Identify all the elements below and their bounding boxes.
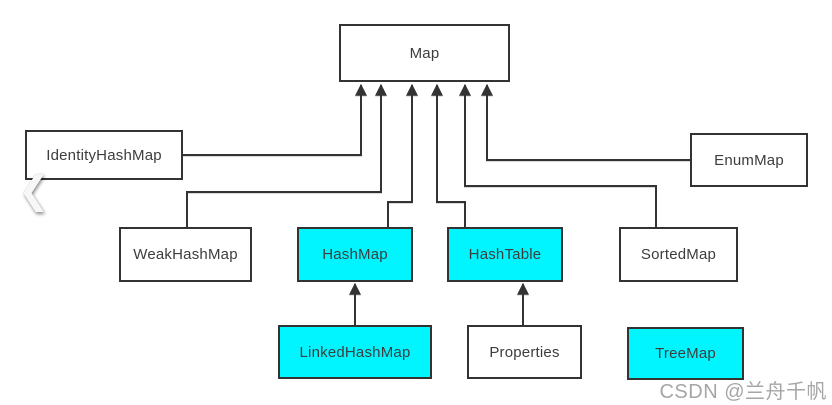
edge-identityhashmap-to-map [183,83,367,156]
edge-sortedmap-to-map [459,83,657,227]
edge-hashtable-to-map [431,83,466,227]
node-hashtable: HashTable [447,227,563,282]
edge-hashmap-to-map [387,83,418,227]
node-map: Map [339,24,510,82]
edge-enummap-to-map [481,83,690,161]
node-linkedhashmap: LinkedHashMap [278,325,432,379]
edge-weakhashmap-to-map [186,83,387,227]
node-weakhashmap: WeakHashMap [119,227,252,282]
node-treemap: TreeMap [627,327,744,380]
node-properties: Properties [467,325,582,379]
node-hashmap: HashMap [297,227,413,282]
node-sortedmap: SortedMap [619,227,738,282]
node-enummap: EnumMap [690,133,808,187]
node-identityhashmap: IdentityHashMap [25,130,183,180]
carousel-prev-icon[interactable]: ❮ [14,168,54,214]
edge-group [183,83,690,325]
watermark: CSDN @兰舟千帆 [659,381,827,403]
